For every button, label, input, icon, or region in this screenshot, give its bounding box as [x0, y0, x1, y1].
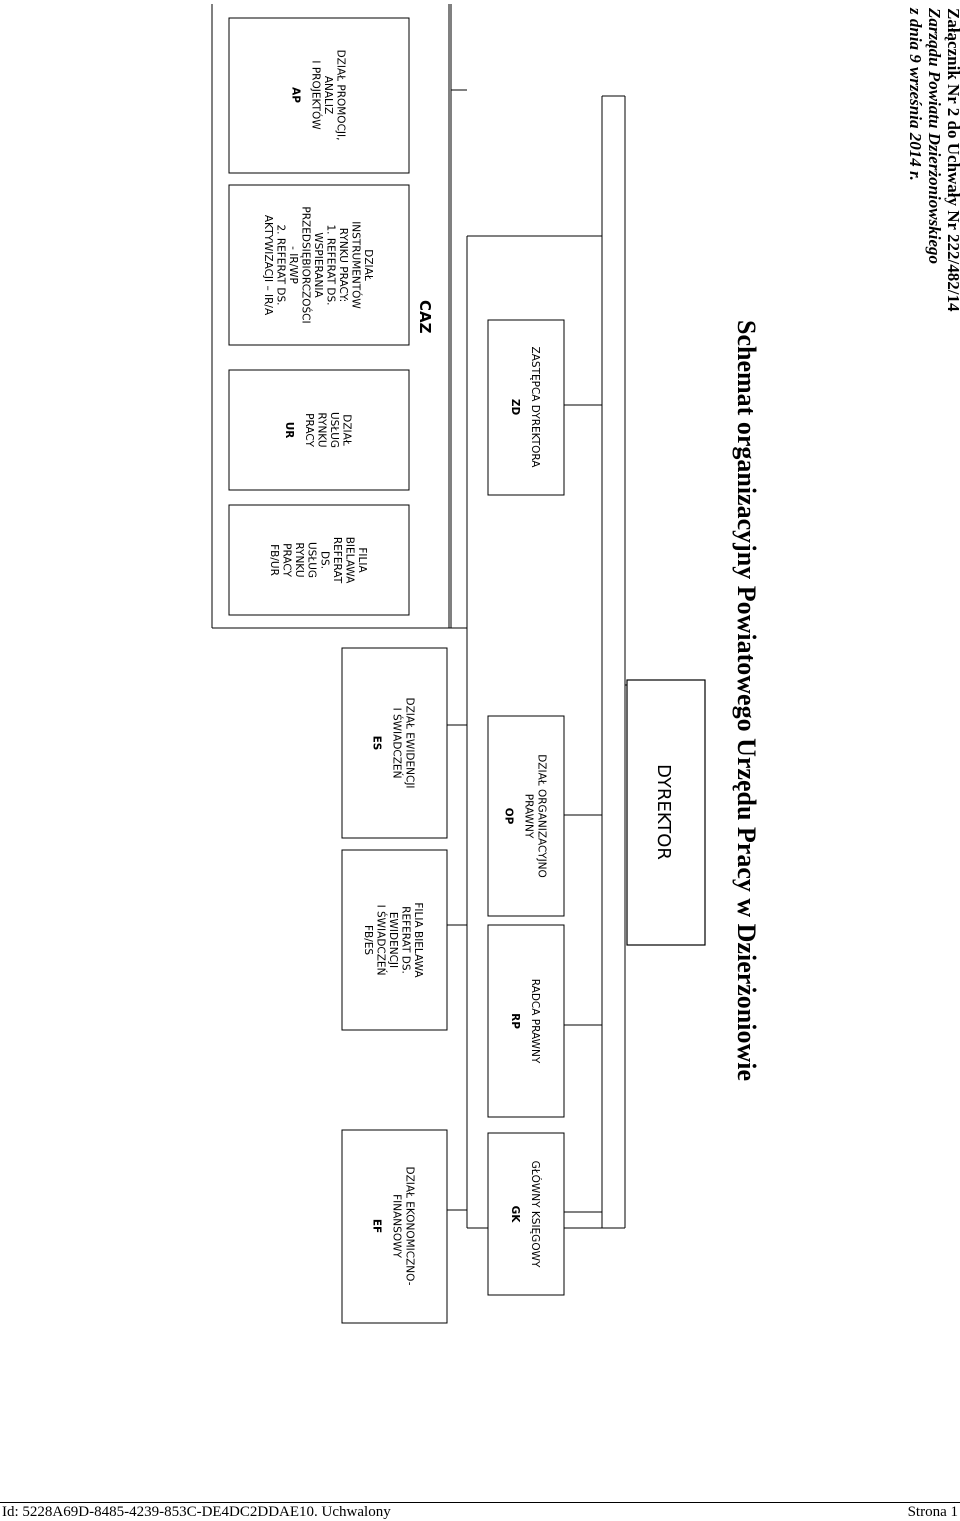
box-fbur-line: FILIA [356, 547, 368, 573]
box-ir-line: - IR/WP [287, 246, 299, 284]
header: Załącznik Nr 2 do Uchwały Nr 222/482/14 … [906, 7, 960, 312]
director-box: DYREKTOR [626, 679, 706, 946]
box-rp-line: RADCA PRAWNY [529, 979, 541, 1064]
box-zd-text: ZASTĘPCA DYREKTORA ZD [509, 347, 541, 469]
box-fbes-line: FILIA BIELAWA [412, 902, 424, 978]
caz-label: CAZ [416, 300, 434, 334]
box-gk-code: GK [509, 1206, 521, 1224]
box-ir-line: DZIAŁ [362, 249, 374, 281]
box-ir-line: 2. REFERAT DS. [275, 224, 287, 305]
box-zd-line: ZASTĘPCA DYREKTORA [529, 347, 541, 469]
box-ef: DZIAŁ EKONOMICZNO-FINANSOWY EF [341, 1129, 448, 1324]
page-title: Schemat organizacyjny Powiatowego Urzędu… [732, 320, 761, 1081]
box-fbur-line: USŁUG [306, 542, 318, 578]
document-id: Id: 5228A69D-8485-4239-853C-DE4DC2DDAE10… [2, 1504, 391, 1520]
header-line-2: Zarządu Powiatu Dzierżoniowskiego [925, 7, 944, 264]
box-es-line: DZIAŁ EWIDENCJI [403, 697, 415, 788]
box-zd: ZASTĘPCA DYREKTORA ZD [487, 319, 565, 496]
box-fbur-line: BIELAWA [343, 537, 355, 584]
box-ap-code: AP [290, 87, 302, 103]
box-es-line: I ŚWIADCZEŃ [391, 708, 404, 779]
box-zd-code: ZD [509, 399, 521, 416]
box-ir-line: WSPIERANIA [312, 232, 324, 298]
box-fbes-line: EWIDENCJI [387, 912, 399, 968]
box-ap-line: ANALIZ [322, 76, 334, 114]
box-ef-line: FINANSOWY [391, 1194, 403, 1258]
box-fbur-line: RYNKU [293, 542, 305, 577]
box-fbur-line: PRACY [281, 543, 293, 577]
box-ur-line: RYNKU [316, 412, 328, 447]
box-ur-code: UR [283, 422, 295, 439]
box-es-code: ES [371, 736, 383, 751]
footer: Id: 5228A69D-8485-4239-853C-DE4DC2DDAE10… [0, 1502, 960, 1521]
box-ur-line: USŁUG [328, 412, 340, 448]
header-line-1: Załącznik Nr 2 do Uchwały Nr 222/482/14 [944, 8, 960, 312]
box-ir-line: PRZEDSIĘBIORCZOŚCI [300, 206, 313, 323]
box-ef-line: DZIAŁ EKONOMICZNO- [403, 1166, 415, 1285]
box-ef-code: EF [371, 1219, 383, 1233]
box-fbes-line: FB/ES [362, 925, 374, 955]
box-gk: GŁÓWNY KSIĘGOWY GK [487, 1132, 565, 1296]
box-ir-line: RYNKU PRACY: [337, 228, 349, 302]
box-op-line: PRAWNY [523, 794, 535, 839]
box-fbes-line: REFERAT DS. [400, 906, 412, 974]
box-op-line: DZIAŁ ORGANIZACYJNO [535, 754, 547, 878]
box-rp-text: RADCA PRAWNY RP [509, 979, 541, 1064]
box-fbur: FILIABIELAWAREFERATDS.USŁUGRYNKUPRACYFB/… [228, 504, 410, 616]
box-fbur-text: FILIABIELAWAREFERATDS.USŁUGRYNKUPRACYFB/… [268, 537, 368, 584]
box-fbes-line: I ŚWIADCZEŃ [375, 905, 388, 976]
box-ap-line: I PROJEKTÓW [310, 60, 323, 130]
box-ir-line: INSTRUMENTÓW [350, 221, 363, 309]
box-op-code: OP [503, 808, 515, 825]
box-rp-code: RP [509, 1013, 521, 1029]
box-rp: RADCA PRAWNY RP [487, 924, 565, 1118]
box-gk-text: GŁÓWNY KSIĘGOWY GK [509, 1161, 542, 1268]
box-ur-line: DZIAŁ [341, 414, 353, 446]
box-ir-line: AKTYWIZACJI – IR/A [262, 215, 274, 316]
box-ap-line: DZIAŁ PROMOCJI, [335, 50, 347, 141]
box-ur-line: PRACY [303, 413, 315, 447]
director-label: DYREKTOR [653, 764, 674, 860]
box-ir-line: 1. REFERAT DS. [325, 224, 337, 305]
box-fbur-line: REFERAT [331, 537, 343, 584]
header-line-3: z dnia 9 września 2014 r. [906, 7, 925, 181]
box-ef-text: DZIAŁ EKONOMICZNO-FINANSOWY EF [371, 1166, 416, 1285]
box-fbur-line: DS. [318, 551, 330, 569]
page-title-text: Schemat organizacyjny Powiatowego Urzędu… [732, 320, 761, 1081]
box-fbur-line: FB/UR [268, 544, 280, 576]
box-gk-line: GŁÓWNY KSIĘGOWY [529, 1161, 542, 1268]
page-number: Strona 1 [907, 1504, 958, 1520]
